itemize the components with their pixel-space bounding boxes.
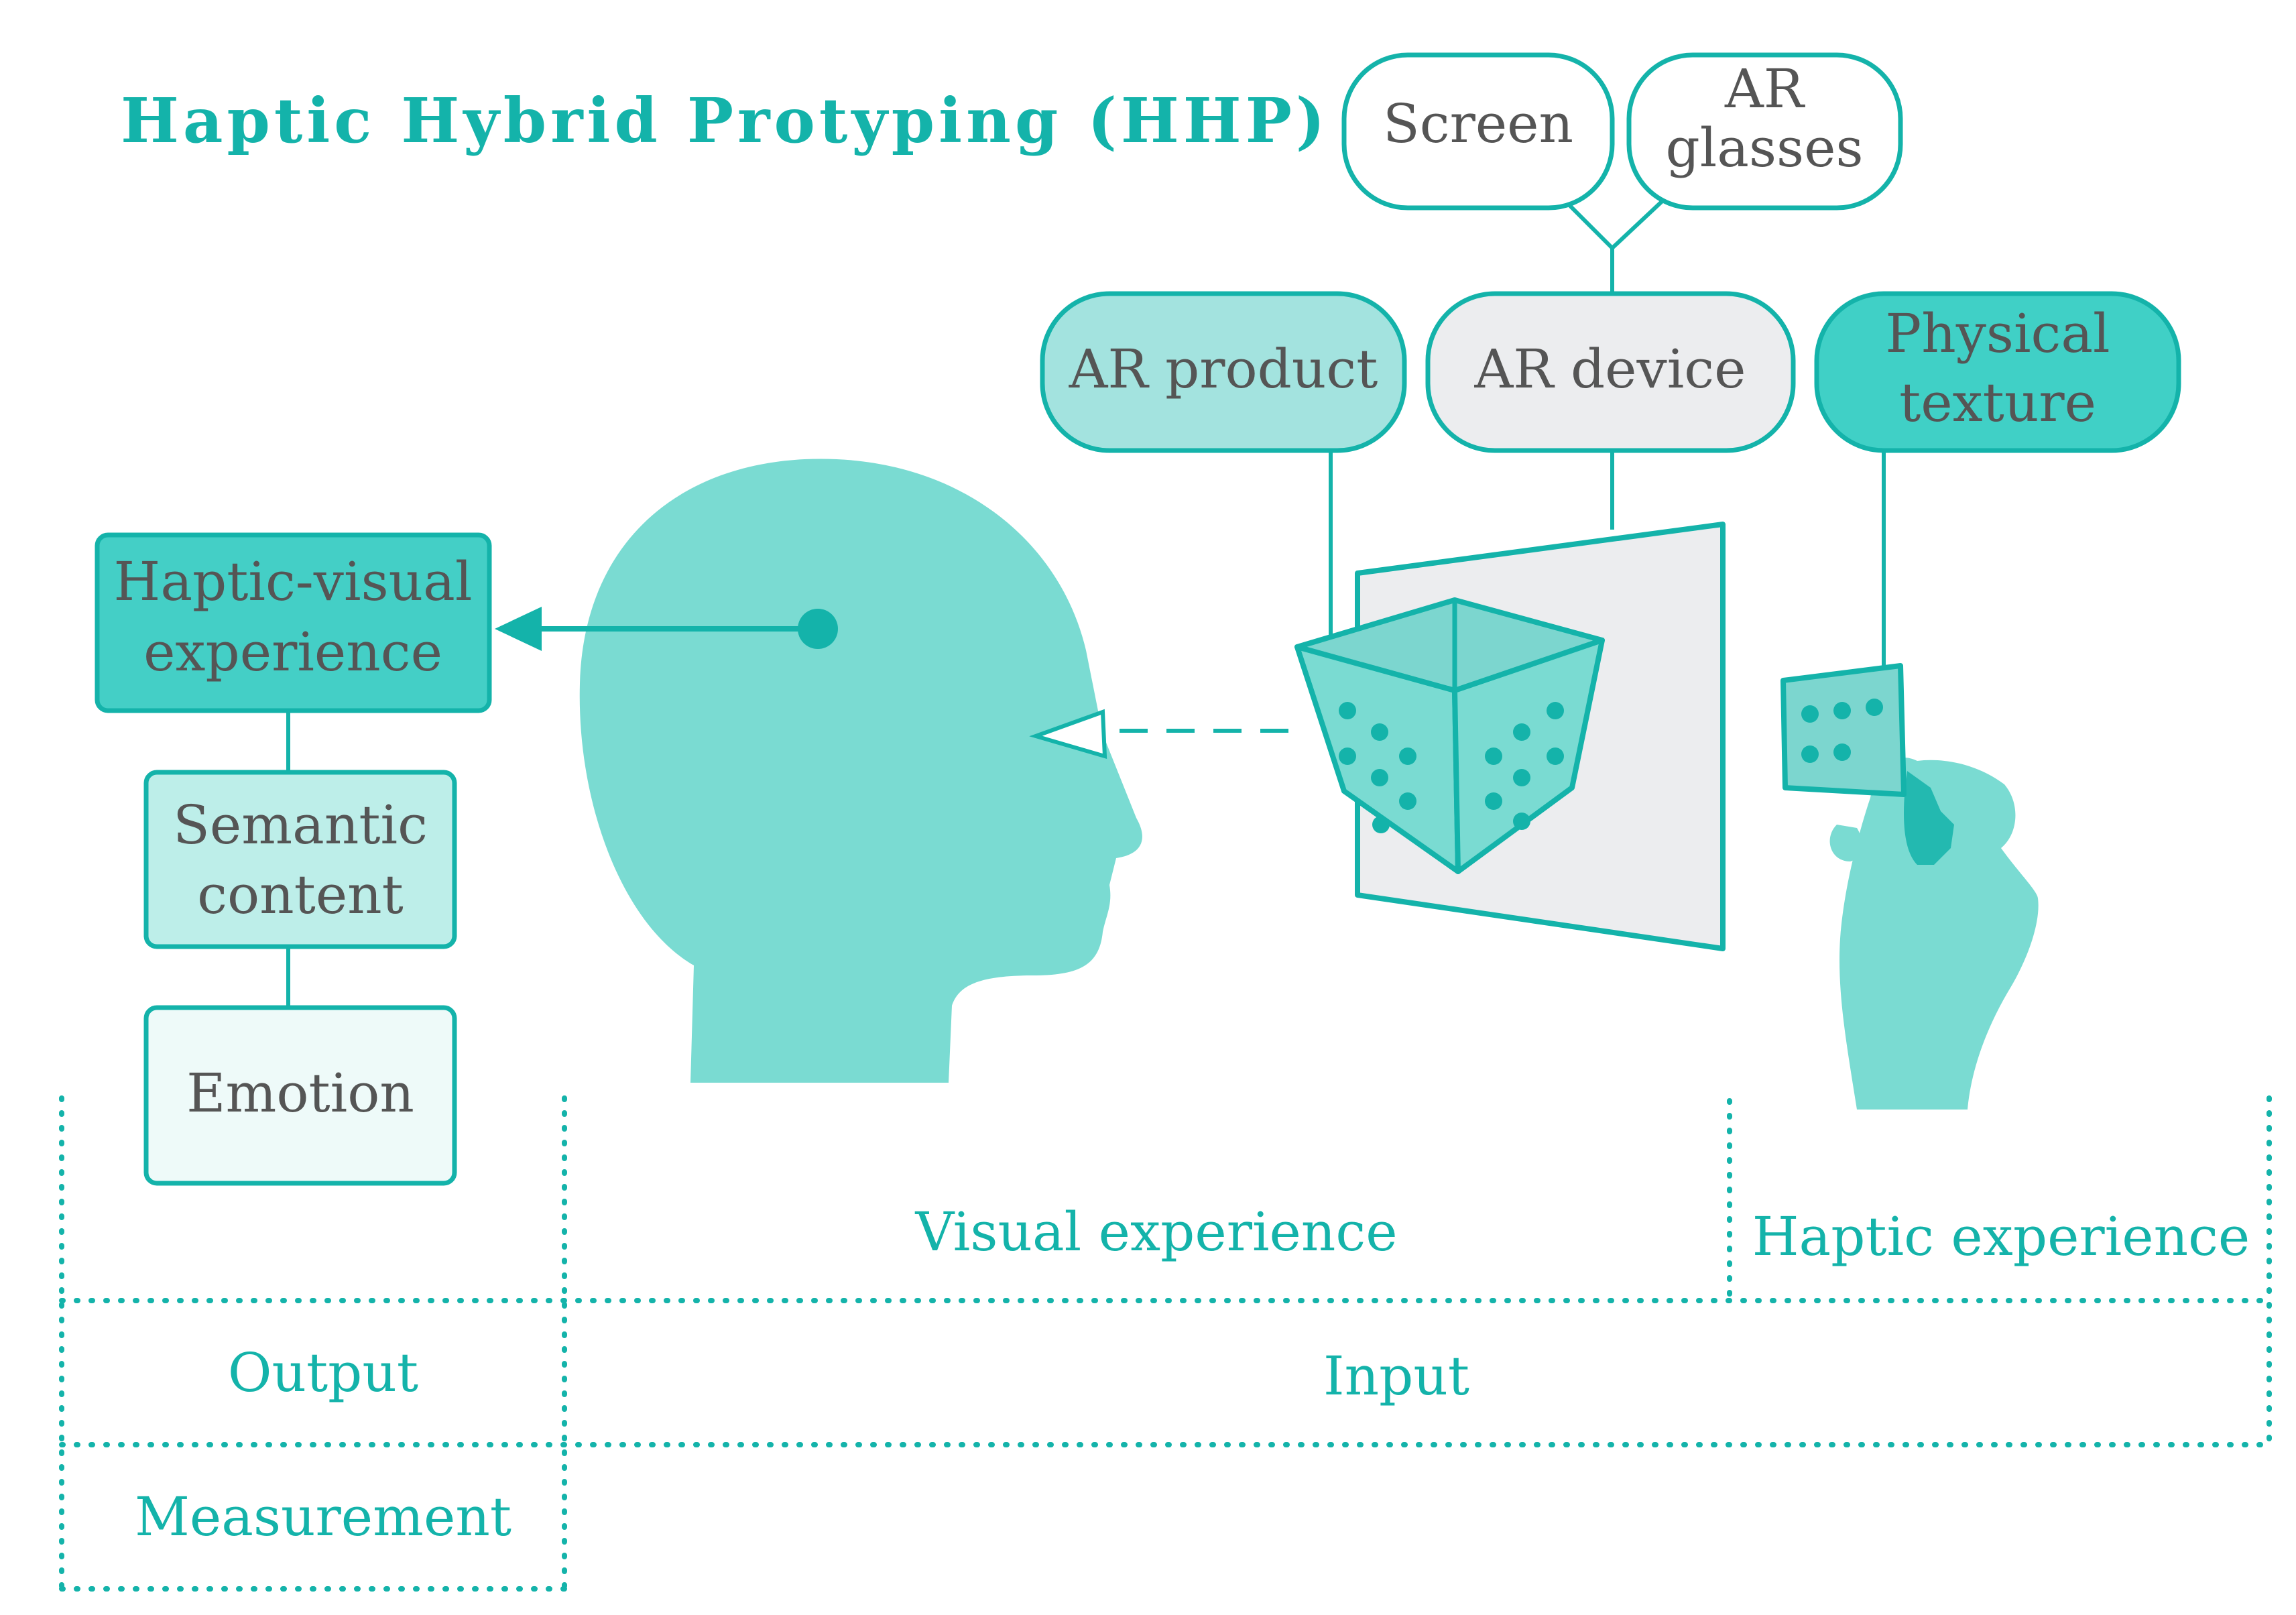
thumb-contact-icon <box>1904 771 1954 865</box>
node-ar-product <box>1040 291 1407 453</box>
physical-texture-card <box>1780 663 1907 797</box>
node-emotion <box>143 1005 457 1186</box>
node-ar-product-label: AR product <box>1069 338 1378 400</box>
arrow-head-icon <box>495 607 542 651</box>
node-screen-label: Screen <box>1383 93 1573 155</box>
ar-product-cube-icon <box>1294 597 1605 874</box>
node-semantic-label-2: content <box>197 863 404 926</box>
region-haptic-experience: Haptic experience <box>1752 1205 2250 1268</box>
region-measurement: Measurement <box>135 1486 511 1548</box>
region-input: Input <box>1323 1345 1469 1407</box>
hand-icon <box>1829 758 2039 1110</box>
node-emotion-label: Emotion <box>186 1062 414 1124</box>
region-visual-experience: Visual experience <box>914 1201 1397 1263</box>
node-screen <box>1341 52 1615 211</box>
node-physical-texture-label-2: texture <box>1899 371 2096 434</box>
texture-dots <box>1801 699 1883 763</box>
node-ar-device-label: AR device <box>1474 338 1746 400</box>
region-output: Output <box>228 1341 418 1404</box>
node-semantic-content <box>143 770 457 949</box>
node-haptic-visual-label-2: experience <box>143 621 442 683</box>
brain-dot <box>798 609 838 649</box>
node-haptic-visual-label-1: Haptic-visual <box>114 550 473 613</box>
node-ar-glasses-label-1: AR <box>1724 58 1806 120</box>
node-haptic-visual-experience <box>95 532 492 713</box>
connector-lines <box>286 196 1886 1007</box>
node-semantic-label-1: Semantic <box>173 794 428 856</box>
head-silhouette <box>579 459 1142 1083</box>
node-ar-glasses <box>1626 52 1903 211</box>
node-physical-texture-label-1: Physical <box>1885 302 2110 365</box>
node-ar-glasses-label-2: glasses <box>1666 117 1864 179</box>
connector-screen-glasses <box>1563 196 1668 251</box>
diagram-title: Haptic Hybrid Protyping (HHP) <box>121 84 1329 157</box>
region-borders <box>59 1095 2272 1592</box>
node-physical-texture <box>1814 291 2181 453</box>
eye-icon <box>1029 709 1107 760</box>
node-ar-device <box>1425 291 1796 453</box>
